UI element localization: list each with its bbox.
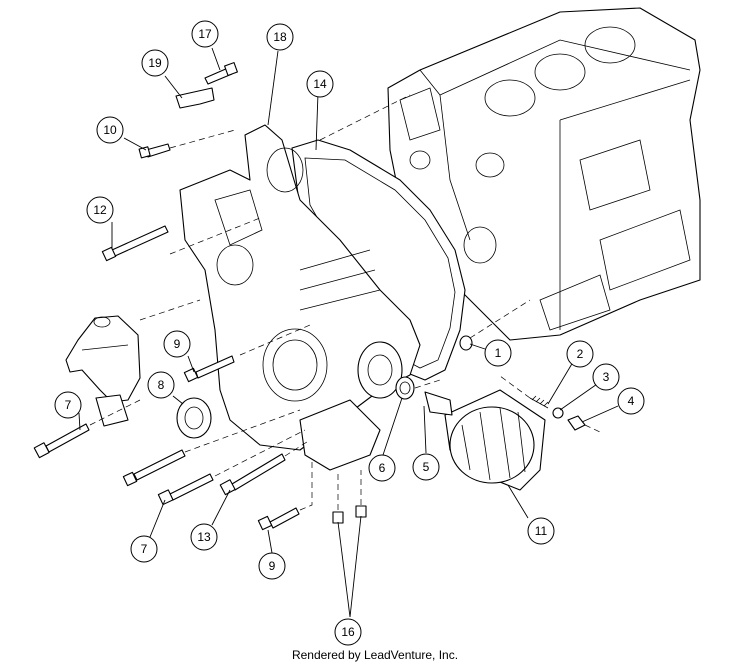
bolt-extra xyxy=(122,449,186,487)
callout-label-19: 19 xyxy=(148,56,162,70)
engine-block xyxy=(387,7,701,341)
callout-label-9b: 9 xyxy=(269,559,276,573)
plug-16a xyxy=(332,511,344,524)
oil-filter xyxy=(424,389,546,491)
bracket-19 xyxy=(175,87,215,109)
render-credit: Rendered by LeadVenture, Inc. xyxy=(291,648,459,662)
gear-case xyxy=(179,124,421,471)
relief-ball xyxy=(552,407,564,419)
callout-11: 11 xyxy=(527,517,555,545)
callout-17: 17 xyxy=(191,20,219,48)
callout-5: 5 xyxy=(412,453,440,481)
callout-3: 3 xyxy=(592,363,620,391)
bolt-12 xyxy=(101,225,169,262)
callout-2: 2 xyxy=(566,340,594,368)
callout-label-6: 6 xyxy=(379,461,386,475)
plug-16b xyxy=(355,505,367,518)
callout-label-7a: 7 xyxy=(65,398,72,412)
callout-10: 10 xyxy=(96,116,124,144)
callout-4: 4 xyxy=(617,387,645,415)
bolt-10 xyxy=(138,143,171,159)
callout-13: 13 xyxy=(190,523,218,551)
callout-14: 14 xyxy=(306,70,334,98)
callout-label-10: 10 xyxy=(103,123,117,137)
oring-1 xyxy=(459,335,473,351)
callout-19: 19 xyxy=(141,49,169,77)
callout-6: 6 xyxy=(368,454,396,482)
bolt-17 xyxy=(204,62,238,85)
callout-9a: 9 xyxy=(163,330,191,358)
callout-label-17: 17 xyxy=(198,27,212,41)
callout-8: 8 xyxy=(147,371,175,399)
bolt-9b xyxy=(257,507,300,531)
callout-18: 18 xyxy=(266,23,294,51)
callout-label-16: 16 xyxy=(341,625,355,639)
callout-7a: 7 xyxy=(54,391,82,419)
oring-6 xyxy=(395,376,415,400)
relief-spring xyxy=(529,395,549,409)
leader-lines xyxy=(78,47,619,618)
callout-label-7b: 7 xyxy=(141,542,148,556)
callout-12: 12 xyxy=(86,196,114,224)
callout-label-18: 18 xyxy=(273,30,287,44)
callout-label-1: 1 xyxy=(495,346,502,360)
callout-16: 16 xyxy=(334,618,362,646)
callout-label-13: 13 xyxy=(197,530,211,544)
callout-label-3: 3 xyxy=(603,370,610,384)
relief-plug xyxy=(567,415,586,431)
callout-7b: 7 xyxy=(130,535,158,563)
callout-label-14: 14 xyxy=(313,77,327,91)
bolt-13 xyxy=(219,453,286,496)
alignment-lines xyxy=(89,94,601,511)
callout-label-12: 12 xyxy=(93,203,107,217)
callout-1: 1 xyxy=(484,339,512,367)
callout-label-5: 5 xyxy=(423,460,430,474)
callout-9b: 9 xyxy=(258,552,286,580)
callout-label-2: 2 xyxy=(577,347,584,361)
callout-label-9a: 9 xyxy=(174,337,181,351)
seal-8 xyxy=(176,397,212,439)
callout-label-8: 8 xyxy=(158,378,165,392)
bolt-7a xyxy=(33,423,90,459)
bolt-7b xyxy=(157,473,214,506)
callout-label-4: 4 xyxy=(628,394,635,408)
callout-label-11: 11 xyxy=(535,524,548,538)
